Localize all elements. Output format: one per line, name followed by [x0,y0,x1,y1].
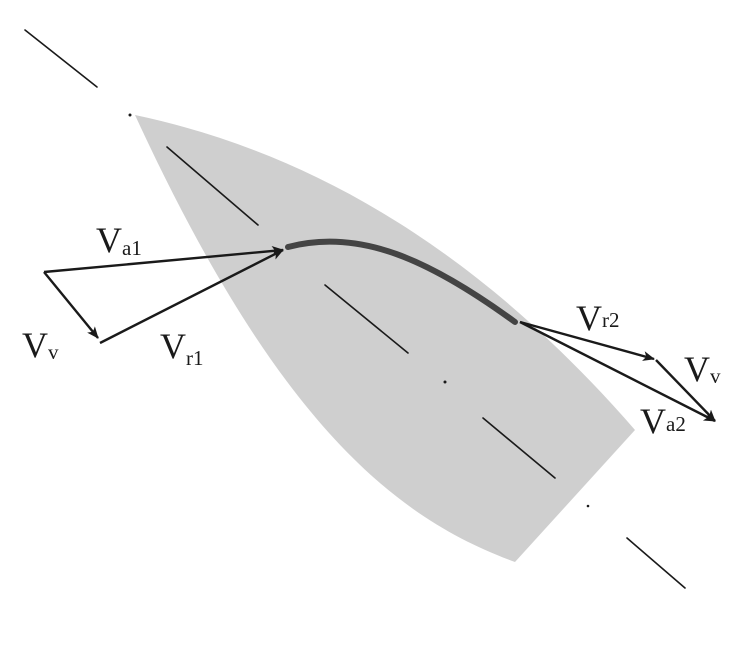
label-vr1-main: V [160,326,186,366]
stern-mark [586,504,590,508]
right-vector-triangle [519,320,716,423]
centerline-segment [324,284,409,354]
vv-right-vector [655,359,716,422]
va1-vector [43,246,284,274]
center-mark [443,380,447,384]
label-vr2-main: V [576,298,602,338]
sail-curve [285,238,518,325]
label-vr1: Vr1 [160,326,204,370]
centerline-segment [166,146,259,226]
label-vr2-sub: r2 [602,308,620,332]
left-vector-triangle [43,246,284,345]
label-vr2: Vr2 [576,298,620,338]
label-va1-sub: a1 [122,236,142,260]
label-va1: Va1 [96,220,142,260]
vr1-vector [99,248,284,345]
vv-left-vector [43,271,99,339]
boat-centerline [24,29,686,589]
boat-hull [135,115,635,562]
vr2-vector [519,320,655,361]
label-va2: Va2 [640,401,686,441]
va2-vector [519,320,716,423]
label-vr1-sub: r1 [186,346,204,370]
label-vv-right: Vv [684,349,721,389]
centerline-segment [626,537,686,589]
bow-mark [128,113,132,117]
label-vv-right-main: V [684,349,710,389]
centerline-segment [482,417,556,479]
label-vv-left-main: V [22,325,48,365]
label-vv-left: Vv [22,325,59,365]
label-va2-sub: a2 [666,412,686,436]
label-va1-main: V [96,220,122,260]
label-va2-main: V [640,401,666,441]
label-vv-left-sub: v [48,340,59,364]
centerline-segment [24,29,98,88]
label-vv-right-sub: v [710,364,721,388]
